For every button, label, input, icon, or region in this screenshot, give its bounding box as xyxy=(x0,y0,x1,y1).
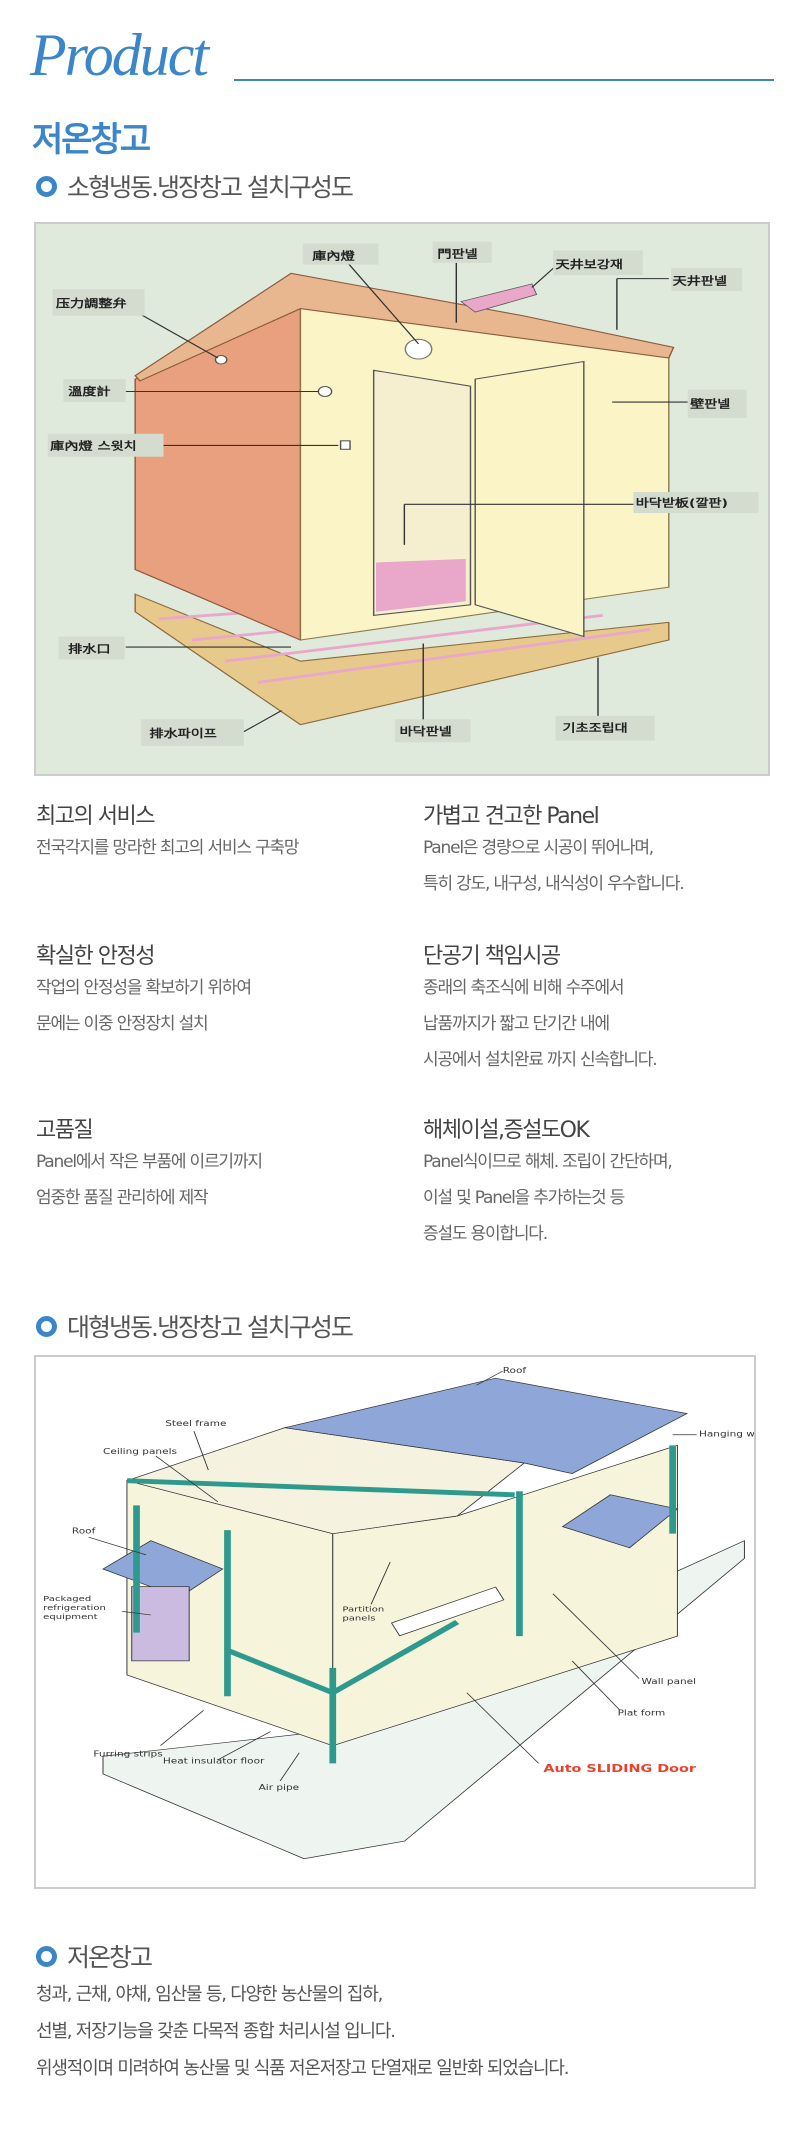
base-frame xyxy=(134,593,670,726)
label-ceiling-reinforcement: 天井보강재 xyxy=(555,258,622,271)
feature-text: Panel에서 작은 부품에 이르기까지 xyxy=(36,1152,263,1172)
label-ceiling-panels: Ceiling panels xyxy=(103,1447,177,1456)
feature-title: 가볍고 견고한 Panel xyxy=(423,804,600,829)
side-roof-right xyxy=(561,1494,679,1549)
leader-lines xyxy=(88,1370,697,1782)
large-storage-illustration: Roof Steel frame Ceiling panels Hanging … xyxy=(43,1366,767,1860)
feature-text: 문에는 이중 안정장치 설치 xyxy=(36,1014,209,1034)
label-drain: 排水口 xyxy=(68,642,111,655)
label-wall-panel: Wall panel xyxy=(642,1677,697,1686)
feature-text: 납품까지가 짧고 단기간 내에 xyxy=(423,1014,610,1034)
label-lamp: 庫內燈 xyxy=(311,249,355,262)
ceiling-panel xyxy=(134,272,675,382)
label-steel-frame: Steel frame xyxy=(165,1419,227,1428)
feature-text: Panel식이므로 해체. 조립이 간단하며, xyxy=(423,1152,673,1172)
label-ceiling-panel: 天井판넬 xyxy=(673,274,727,287)
feature-text: 엄중한 품질 관리하에 제작 xyxy=(36,1188,209,1208)
label-side-roof: Roof xyxy=(72,1527,96,1536)
feature-text: 전국각지를 망라한 최고의 서비스 구축망 xyxy=(36,838,299,858)
label-drain-pipe: 排水파이프 xyxy=(149,727,217,740)
feature-service: 최고의 서비스 전국각지를 망라한 최고의 서비스 구축망 xyxy=(36,798,396,866)
leader-lines xyxy=(125,262,688,733)
label-partition-panels: Partition panels xyxy=(342,1604,385,1623)
small-storage-illustration: 庫內燈 門판넬 天井보강재 天井판넬 压力調整弁 溫度計 壁판넬 庫內燈 스윗치… xyxy=(47,241,759,746)
feature-construction: 단공기 책임시공 종래의 축조식에 비해 수주에서 납품까지가 짧고 단기간 내… xyxy=(423,938,793,1078)
label-floor-panel: 바닥판넬 xyxy=(400,725,452,738)
page-title: Product xyxy=(30,22,209,88)
feature-text: 시공에서 설치완료 까지 신속합니다. xyxy=(423,1050,658,1070)
door-panel[interactable] xyxy=(474,360,585,638)
side-wall-panel xyxy=(134,304,302,641)
feature-text: 증설도 용이합니다. xyxy=(423,1224,548,1244)
large-diagram-labels: Roof Steel frame Ceiling panels Hanging … xyxy=(43,1366,767,1792)
feature-title: 고품질 xyxy=(36,1118,94,1143)
label-pressure-valve: 压力調整弁 xyxy=(56,297,127,310)
feature-title: 확실한 안정성 xyxy=(36,944,155,969)
section-heading-text: 대형냉동.냉장창고 설치구성도 xyxy=(67,1313,354,1342)
label-thermometer: 溫度計 xyxy=(68,385,111,398)
large-storage-diagram: Roof Steel frame Ceiling panels Hanging … xyxy=(34,1355,767,1889)
section-heading-small: 소형냉동.냉장창고 설치구성도 xyxy=(36,168,354,204)
description-line: 선별, 저장기능을 갖춘 다목적 종합 처리시설 입니다. xyxy=(36,2021,396,2042)
label-refrigeration-equipment: Packaged refrigeration equipment xyxy=(43,1594,106,1621)
label-floor-board: 바닥받板(깔판) xyxy=(636,497,728,510)
label-base-assembly: 기초조립대 xyxy=(563,722,628,735)
small-diagram-labels: 庫內燈 門판넬 天井보강재 天井판넬 压力調整弁 溫度計 壁판넬 庫內燈 스윗치… xyxy=(47,241,759,746)
feature-title: 해체이설,증설도OK xyxy=(423,1118,590,1143)
label-heat-insulator-floor: Heat insulator floor xyxy=(163,1757,265,1766)
section-heading-storage: 저온창고 xyxy=(36,1938,153,1974)
section-heading-text: 저온창고 xyxy=(67,1943,153,1972)
section-heading-text: 소형냉동.냉장창고 설치구성도 xyxy=(67,173,354,202)
bullet-icon xyxy=(36,1315,57,1337)
label-air-pipe: Air pipe xyxy=(259,1783,300,1792)
feature-text: 작업의 안정성을 확보하기 위하여 xyxy=(36,978,252,998)
feature-quality: 고품질 Panel에서 작은 부품에 이르기까지 엄중한 품질 관리하에 제작 xyxy=(36,1112,396,1216)
feature-text: 이설 및 Panel을 추가하는것 등 xyxy=(423,1188,625,1208)
label-roof: Roof xyxy=(503,1366,527,1375)
label-light-switch: 庫內燈 스윗치 xyxy=(49,439,137,452)
description-line: 청과, 근채, 야채, 임산물 등, 다양한 농산물의 집하, xyxy=(36,1984,383,2005)
roof[interactable] xyxy=(282,1377,689,1474)
feature-title: 최고의 서비스 xyxy=(36,804,155,829)
label-furring-strips: Furring strips xyxy=(93,1750,162,1759)
pressure-valve-icon xyxy=(214,354,228,365)
storage-description: 청과, 근채, 야채, 임산물 등, 다양한 농산물의 집하, 선별, 저장기능… xyxy=(36,1976,786,2087)
section-heading-large: 대형냉동.냉장창고 설치구성도 xyxy=(36,1308,354,1344)
feature-relocation: 해체이설,증설도OK Panel식이므로 해체. 조립이 간단하며, 이설 및 … xyxy=(423,1112,793,1252)
light-switch-icon[interactable] xyxy=(339,440,351,450)
feature-safety: 확실한 안정성 작업의 안정성을 확보하기 위하여 문에는 이중 안정장치 설치 xyxy=(36,938,396,1042)
label-door-panel: 門판넬 xyxy=(437,247,477,260)
steel-frame xyxy=(126,1445,676,1764)
bullet-icon xyxy=(36,1945,57,1967)
lamp-icon xyxy=(404,338,433,360)
label-auto-sliding-door: Auto SLIDING Door xyxy=(543,1762,696,1775)
description-line: 위생적이며 미려하여 농산물 및 식품 저온저장고 단열재로 일반화 되었습니다… xyxy=(36,2058,569,2079)
feature-panel: 가볍고 견고한 Panel Panel은 경량으로 시공이 뛰어나며, 특히 강… xyxy=(423,798,793,902)
feature-title: 단공기 책임시공 xyxy=(423,944,561,969)
bullet-icon xyxy=(36,175,57,197)
label-platform: Plat form xyxy=(618,1709,666,1718)
feature-text: 특히 강도, 내구성, 내식성이 우수합니다. xyxy=(423,874,685,894)
thermometer-icon xyxy=(317,386,333,397)
refrigeration-unit xyxy=(131,1586,190,1662)
label-hanging-wall: Hanging wall xyxy=(699,1430,754,1439)
feature-text: Panel은 경량으로 시공이 뛰어나며, xyxy=(423,838,654,858)
sliding-door-rail xyxy=(390,1586,505,1637)
door-opening xyxy=(372,369,472,616)
small-storage-diagram: 庫內燈 門판넬 天井보강재 天井판넬 压力調整弁 溫度計 壁판넬 庫內燈 스윗치… xyxy=(34,222,770,776)
ceiling-panels xyxy=(125,1427,526,1535)
feature-text: 종래의 축조식에 비해 수주에서 xyxy=(423,978,625,998)
floor-panel xyxy=(376,558,466,612)
label-wall-panel: 壁판넬 xyxy=(690,397,730,410)
ceiling-reinforcement xyxy=(460,283,538,313)
category-title: 저온창고 xyxy=(32,120,151,160)
title-divider xyxy=(234,79,774,81)
